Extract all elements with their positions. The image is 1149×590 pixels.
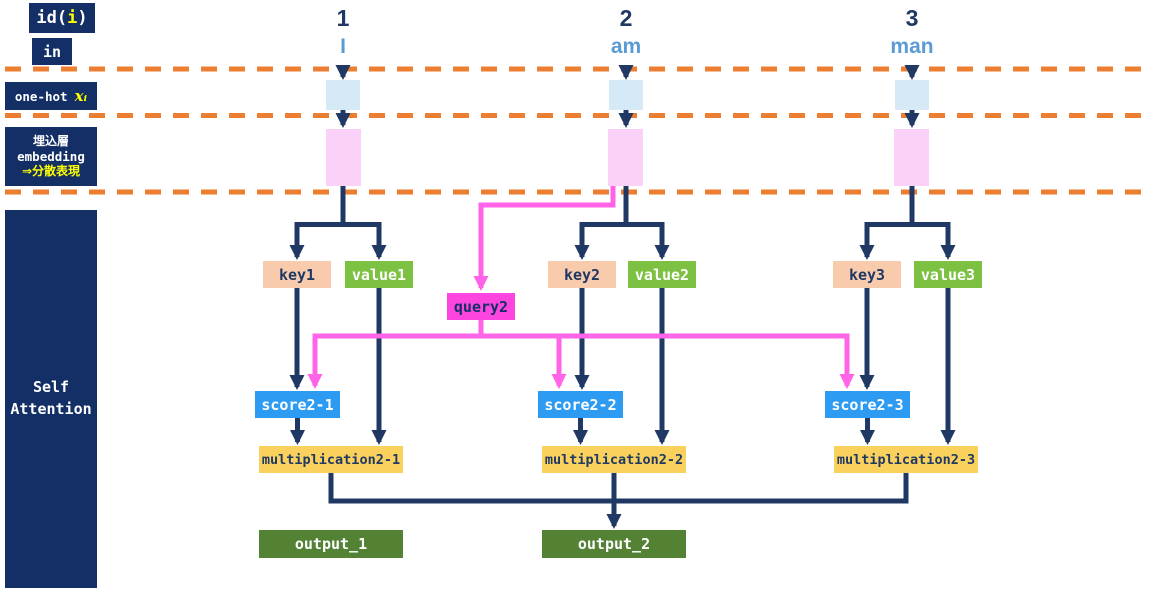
onehot-symbol: xᵢ	[74, 87, 88, 105]
self-attention-label-box: Self Attention	[5, 210, 97, 588]
embedding-label-en: embedding	[17, 148, 85, 164]
self-attention-line2: Attention	[10, 400, 92, 418]
output-box-1: output_1	[259, 530, 403, 558]
token-word-2: am	[610, 35, 642, 58]
key-box-2: key2	[548, 261, 616, 288]
embedding-box-2	[608, 129, 643, 186]
token-word-1: I	[340, 35, 346, 58]
multiplication-box-2: multiplication2-2	[542, 446, 686, 473]
multiplication-box-3: multiplication2-3	[834, 446, 978, 473]
value-box-3: value3	[914, 261, 982, 288]
embedding-box-1	[326, 129, 361, 186]
id-label-prefix: id(	[36, 8, 68, 28]
onehot-label-box: one-hot xᵢ	[5, 82, 97, 110]
id-label-box: id(i)	[29, 3, 95, 33]
token-word-3: man	[890, 35, 934, 58]
embedding-label-dist: ⇒分散表現	[21, 164, 81, 179]
embedding-label-box: 埋込層 embedding ⇒分散表現	[5, 127, 97, 186]
self-attention-line1: Self	[32, 378, 70, 397]
value-box-2: value2	[628, 261, 696, 288]
in-label-box: in	[32, 38, 72, 65]
in-label: in	[42, 42, 62, 61]
key-box-1: key1	[263, 261, 331, 288]
id-label-arg: i	[67, 8, 78, 28]
onehot-box-2	[609, 80, 643, 110]
multiplication-box-1: multiplication2-1	[259, 446, 403, 473]
embedding-label-jp: 埋込層	[32, 133, 69, 148]
onehot-box-3	[895, 80, 929, 110]
score-box-2: score2-2	[538, 391, 623, 418]
magenta-query-arrows	[307, 186, 855, 389]
layer-divider-lines	[5, 66, 1146, 195]
arrow-embedding2-query2	[473, 186, 616, 291]
value-box-1: value1	[345, 261, 413, 288]
score-box-3: score2-3	[825, 391, 910, 418]
token-number-1: 1	[336, 5, 350, 31]
key-box-3: key3	[833, 261, 901, 288]
onehot-box-1	[326, 80, 360, 110]
score-box-1: score2-1	[255, 391, 340, 418]
onehot-label: one-hot	[14, 88, 68, 104]
id-label-suffix: )	[77, 8, 88, 28]
token-number-3: 3	[905, 5, 919, 31]
query-box: query2	[447, 293, 515, 320]
embedding-box-3	[894, 129, 929, 186]
output-box-2: output_2	[542, 530, 686, 558]
token-number-2: 2	[619, 5, 633, 31]
